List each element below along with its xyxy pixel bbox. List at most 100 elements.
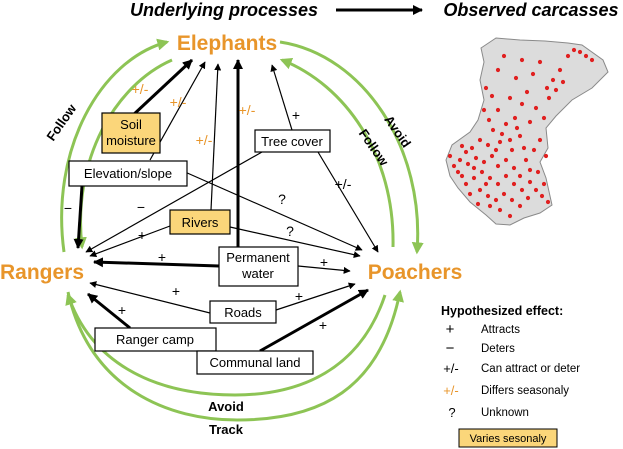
actor-rangers: Rangers (0, 261, 84, 284)
carcass-point (517, 133, 523, 139)
carcass-point (533, 105, 539, 111)
arrow-roads-to-rangers (89, 281, 211, 314)
communal-land-box (196, 350, 314, 375)
permanent-water-label-2: water (241, 266, 274, 281)
legend-seasonal-text: Differs seasonaly (481, 385, 569, 397)
arrow-soil-to-elephants (130, 58, 194, 118)
effect-tree-elephants: + (292, 107, 300, 123)
carcass-point (507, 137, 513, 143)
map-outline (445, 37, 609, 226)
effect-tree-poachers: +/- (335, 176, 352, 192)
effect-water-elephants: +/- (239, 102, 256, 118)
effect-elevation-elephants: +/- (170, 94, 187, 110)
carcass-point (455, 169, 461, 175)
carcass-point (544, 85, 550, 91)
rivers-label: Rivers (182, 215, 219, 230)
carcass-point (471, 175, 477, 181)
carcass-point (525, 195, 531, 201)
carcass-point (531, 147, 537, 153)
carcass-point (465, 161, 471, 167)
effect-tree-rangers: − (137, 199, 145, 215)
carcass-point (524, 89, 530, 95)
label-avoid-bottom: Avoid (208, 399, 244, 414)
carcass-point (483, 85, 489, 91)
carcass-point (457, 157, 463, 163)
roads-label: Roads (224, 305, 262, 320)
carcass-point (469, 145, 475, 151)
carcass-point (495, 163, 501, 169)
carcass-point (475, 201, 481, 207)
arrow-tree-to-elephants (270, 64, 293, 131)
arrow-communal-to-poachers (259, 288, 369, 353)
carcass-point (512, 115, 518, 121)
legend-box-text: Varies sesonaly (470, 433, 547, 445)
carcass-point (543, 153, 549, 159)
carcass-point (527, 119, 533, 125)
legend-plus-text: Attracts (481, 324, 520, 336)
carcass-point (497, 139, 503, 145)
effect-roads-rangers: + (172, 283, 180, 299)
carcass-point (521, 145, 527, 151)
carcass-point (517, 203, 523, 209)
soil-moisture-label-2: moisture (106, 133, 156, 148)
carcass-point (486, 117, 492, 123)
carcass-point (507, 213, 513, 219)
actor-poachers: Poachers (368, 261, 463, 284)
legend-minus-text: Deters (481, 343, 515, 355)
carcass-point (519, 57, 525, 63)
effect-roads-poachers: + (295, 288, 303, 304)
carcass-point (485, 193, 491, 199)
factor-communal-land: Communal land (196, 350, 314, 375)
carcass-point (489, 153, 495, 159)
tree-cover-label: Tree cover (261, 134, 323, 149)
carcass-point (473, 155, 479, 161)
elevation-label: Elevation/slope (84, 166, 172, 181)
arrow-rivers-to-elephants (210, 63, 222, 211)
carcass-point (463, 181, 469, 187)
carcass-point (527, 179, 533, 185)
soil-moisture-label-1: Soil (120, 117, 142, 132)
carcass-point (560, 79, 566, 85)
effect-water-rangers: + (158, 249, 166, 265)
effect-rivers-rangers: + (138, 227, 146, 243)
arc-track-bottom (66, 289, 404, 422)
carcass-point (511, 181, 517, 187)
effect-symbols: +/- +/- +/- +/- + − − + + + + +/- ? ? + … (64, 81, 352, 333)
factor-rivers: Rivers (169, 209, 231, 235)
carcass-point (463, 149, 469, 155)
legend-plus-symbol: + (446, 321, 455, 338)
carcass-point (503, 173, 509, 179)
carcass-point (477, 187, 483, 193)
carcass-point (489, 93, 495, 99)
effect-communal-poachers: + (319, 317, 327, 333)
carcass-point (513, 75, 519, 81)
factor-elevation: Elevation/slope (68, 160, 188, 187)
carcass-point (509, 147, 515, 153)
ranger-camp-label: Ranger camp (116, 332, 194, 347)
carcass-point (571, 47, 577, 53)
effect-elevation-poachers: ? (278, 191, 286, 207)
ranger-camp-box (94, 327, 217, 352)
carcass-point (583, 53, 589, 59)
carcass-point (545, 199, 551, 205)
arc-avoid-right-outer (279, 40, 424, 255)
carcass-dots (447, 47, 595, 219)
arrow-water-to-rangers (93, 257, 220, 268)
carcass-point (487, 203, 493, 209)
carcass-point (539, 193, 545, 199)
soil-moisture-box (101, 112, 161, 154)
carcass-point (503, 157, 509, 163)
arrow-rivers-to-poachers (229, 226, 361, 259)
permanent-water-label-1: Permanent (226, 250, 290, 265)
carcass-point (481, 107, 487, 113)
carcass-point (451, 163, 457, 169)
carcass-point (493, 197, 499, 203)
arrow-water-to-poachers (297, 265, 351, 274)
carcass-point (495, 107, 501, 113)
carcass-point (483, 181, 489, 187)
effect-camp-rangers: + (118, 302, 126, 318)
carcass-point (459, 173, 465, 179)
arc-follow-right-inner (279, 57, 395, 248)
legend-pm-text: Can attract or deter (481, 363, 580, 375)
